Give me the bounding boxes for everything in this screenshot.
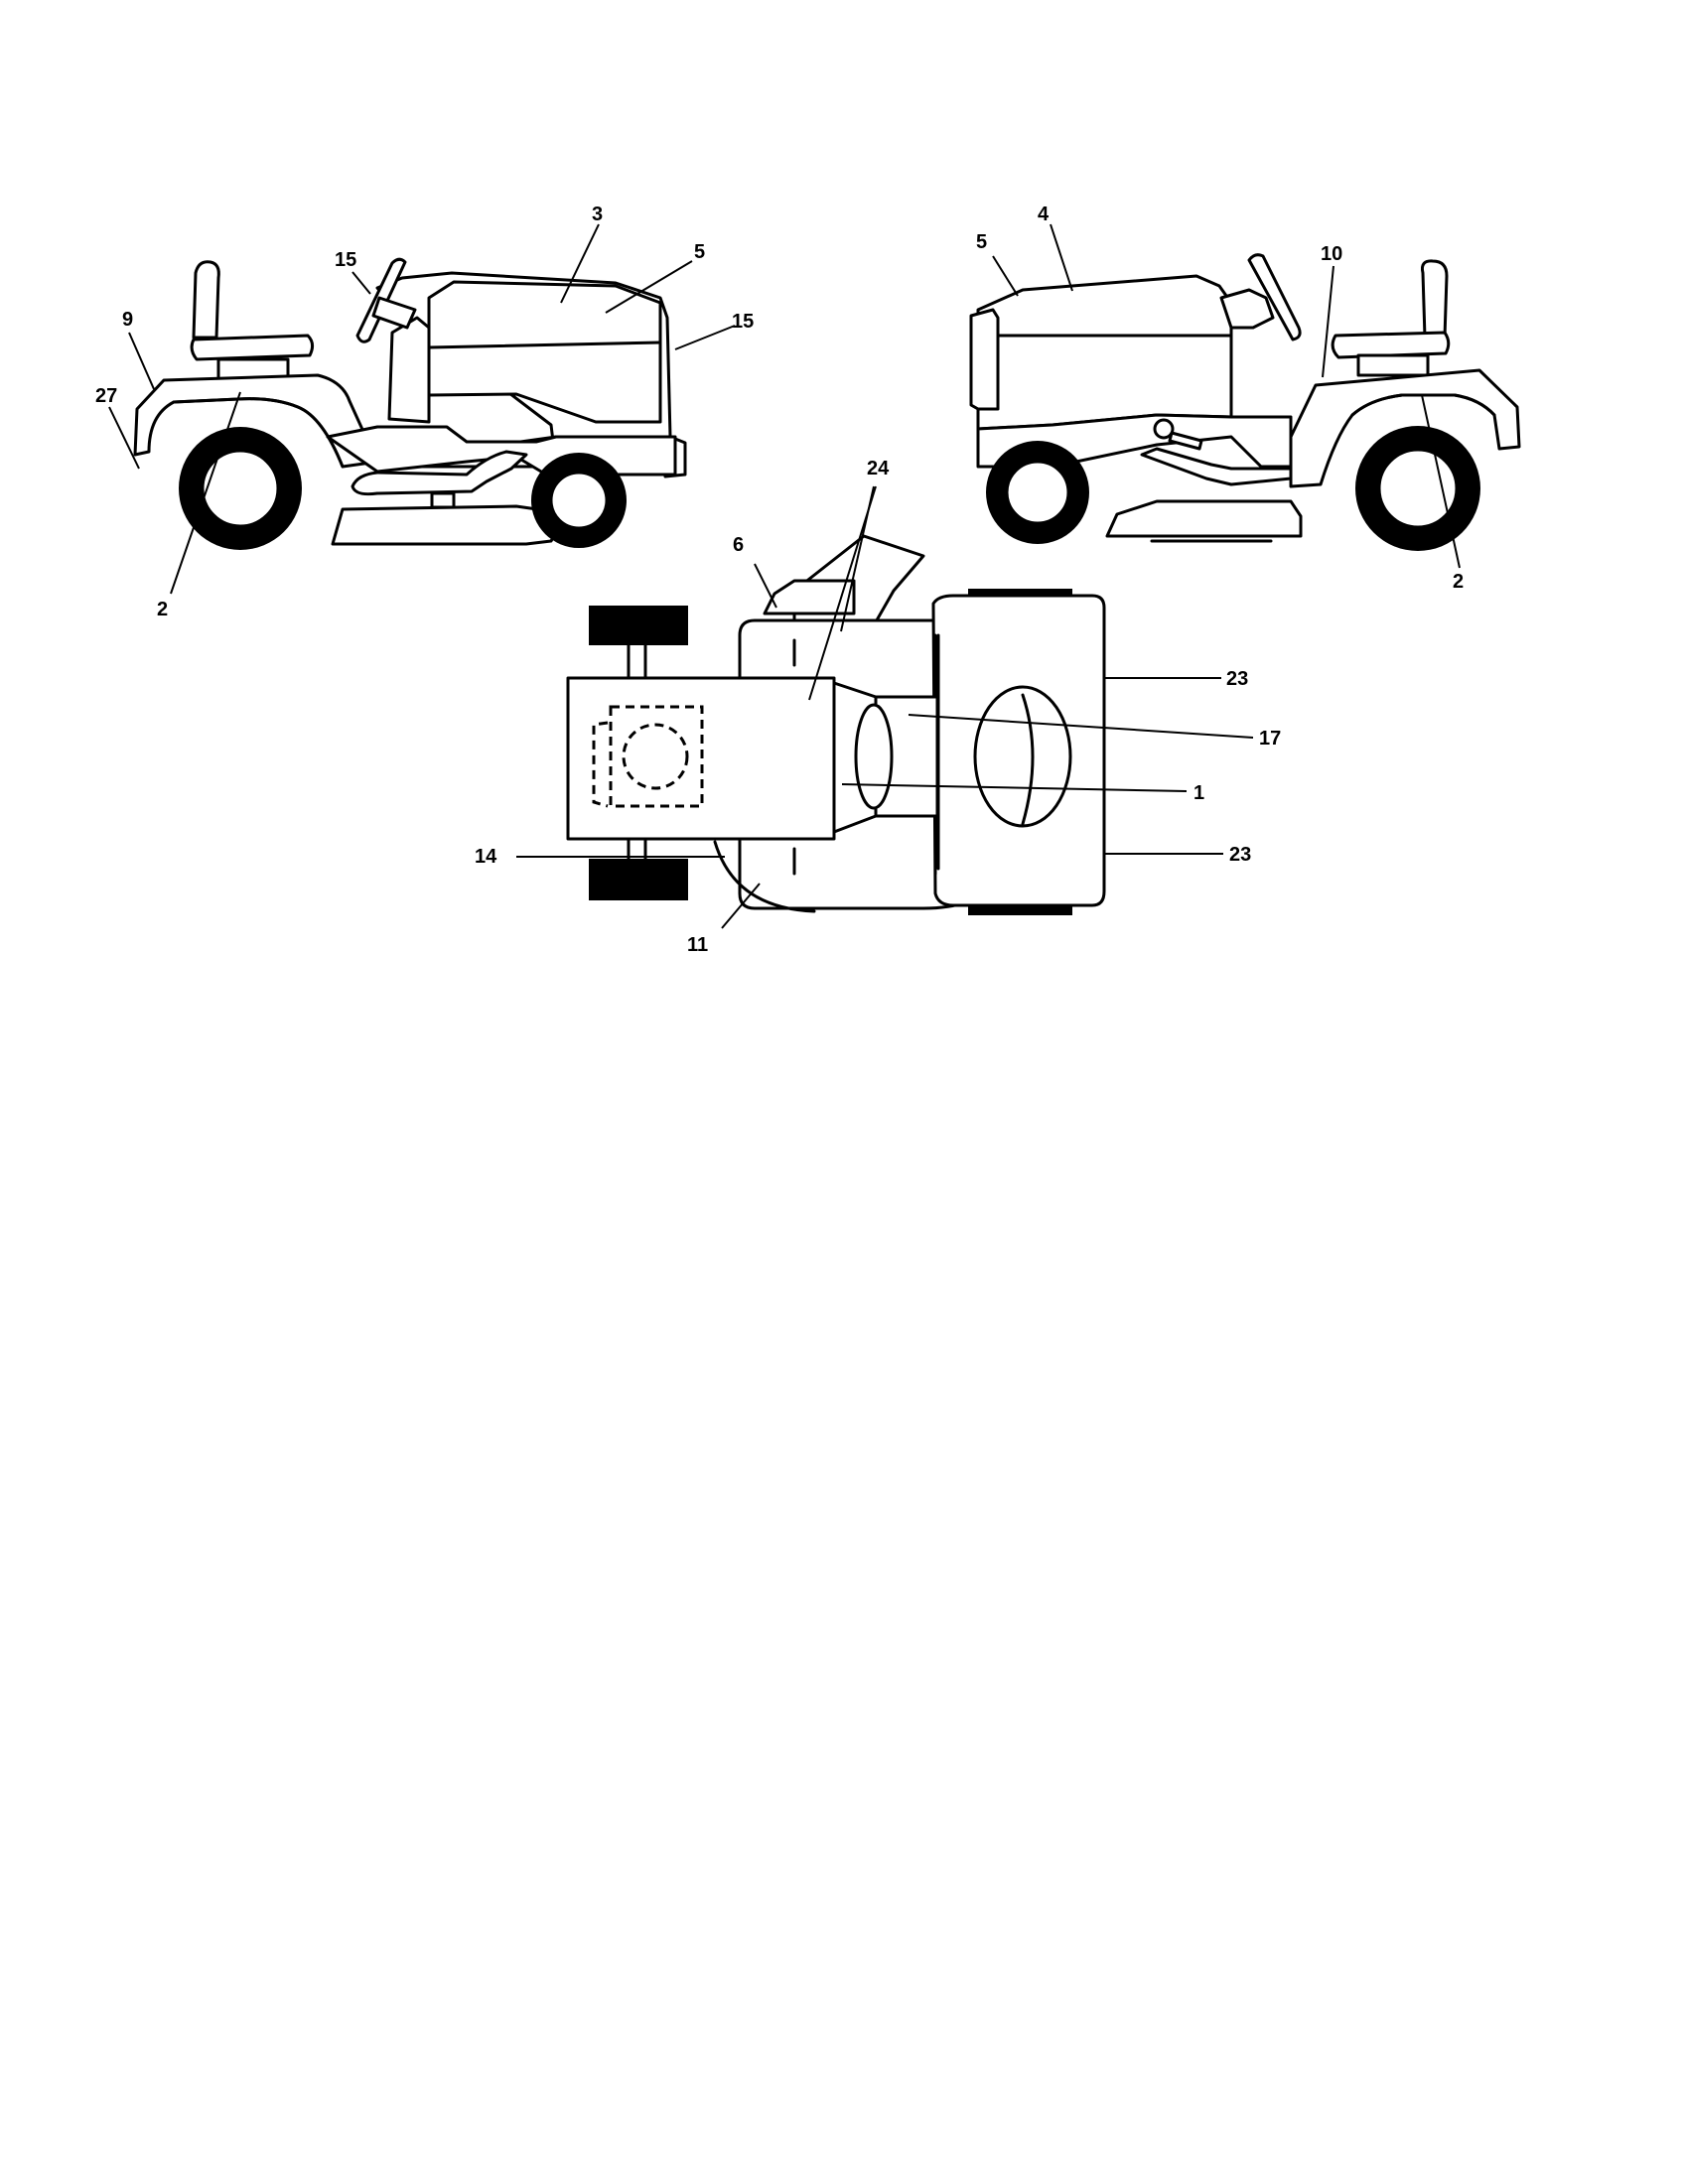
seat-cushion — [1331, 331, 1451, 359]
callout-23-bottom: 23 — [1229, 844, 1251, 866]
callout-11: 11 — [687, 934, 708, 956]
lever-knob — [1153, 418, 1175, 440]
tractor-right-side-view — [969, 253, 1521, 551]
steering-column — [387, 316, 431, 424]
callout-23-top: 23 — [1226, 668, 1248, 690]
tractor-top-view — [566, 534, 1106, 915]
callout-1: 1 — [1193, 782, 1204, 804]
footboard — [351, 450, 528, 496]
callout-3: 3 — [592, 204, 603, 225]
fuel-cap — [854, 703, 894, 810]
mower-deck — [331, 504, 558, 546]
top-view-leaders — [516, 485, 1254, 929]
rear-tire-top — [589, 606, 688, 645]
callout-10: 10 — [1321, 243, 1342, 265]
callout-15-steering: 15 — [335, 249, 356, 271]
callout-labels: 3 15 5 15 9 27 2 4 5 10 2 24 6 23 17 1 1… — [95, 204, 1464, 956]
callout-4: 4 — [1038, 204, 1050, 225]
engine-hood — [976, 274, 1233, 431]
right-view-leaders — [992, 223, 1461, 569]
callout-6: 6 — [733, 534, 744, 556]
mower-deck — [1105, 499, 1303, 538]
seat-back — [1421, 259, 1449, 340]
steering-wheel — [1247, 253, 1302, 341]
engine-cover — [973, 685, 1072, 828]
callout-17: 17 — [1259, 728, 1281, 750]
engine-hood — [427, 280, 662, 424]
callout-24: 24 — [867, 458, 890, 479]
steering-column — [1219, 288, 1275, 330]
callout-14: 14 — [475, 846, 497, 868]
callout-27: 27 — [95, 385, 117, 407]
callout-5-right: 5 — [976, 231, 987, 253]
seat-cushion — [190, 334, 315, 361]
callout-9: 9 — [122, 309, 133, 331]
seat-back — [192, 260, 220, 340]
footboard — [1140, 447, 1293, 486]
tractor-left-side-view — [133, 257, 687, 550]
front-grille — [969, 308, 1000, 411]
left-view-leaders — [108, 223, 736, 595]
callout-5-left: 5 — [694, 241, 705, 263]
rear-tire-bottom — [589, 859, 688, 900]
callout-15-front: 15 — [732, 311, 754, 333]
callout-2-right: 2 — [1453, 571, 1464, 593]
seat-outline — [609, 705, 704, 808]
seat-post — [1356, 353, 1430, 377]
callout-2-left: 2 — [157, 599, 168, 620]
